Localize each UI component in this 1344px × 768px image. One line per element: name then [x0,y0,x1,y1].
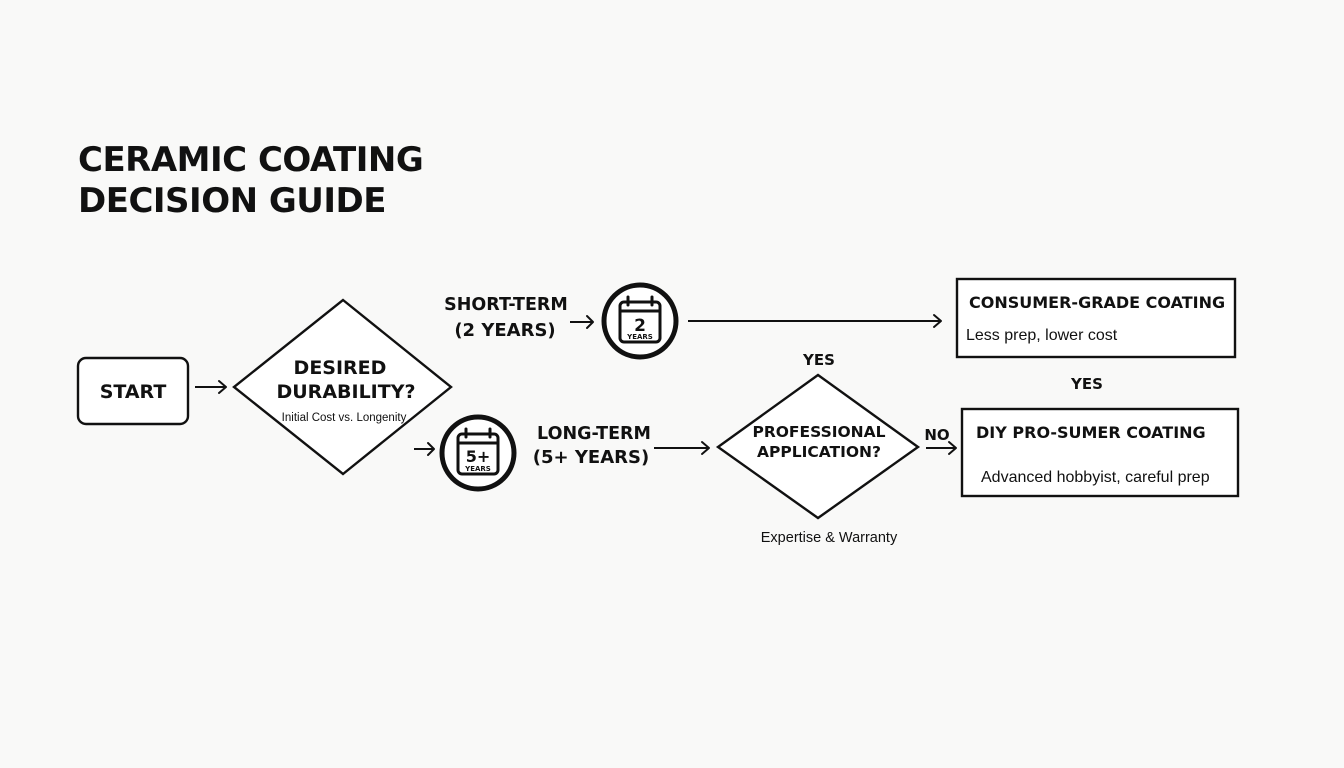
start-box [76,356,190,426]
diy-box [960,407,1240,498]
professional-line-2: APPLICATION? [757,443,881,461]
professional-diamond [715,373,921,520]
long-term-line-2: (5+ YEARS) [533,447,649,468]
consumer-title: CONSUMER-GRADE COATING [969,293,1225,312]
edge-label-yes-right: YES [1070,375,1103,393]
durability-line-2: DURABILITY? [276,381,415,403]
diagram-title: CERAMIC COATING DECISION GUIDE [78,140,424,222]
consumer-box [955,277,1237,359]
title-line-1: CERAMIC COATING [78,140,424,180]
diy-desc: Advanced hobbyist, careful prep [981,469,1210,486]
short-term-branch: SHORT-TERM (2 YEARS) 2 YEARS [444,282,942,360]
short-term-icon-caption: YEARS [626,333,653,341]
professional-decision: PROFESSIONAL APPLICATION? Expertise & Wa… [715,373,921,546]
long-term-branch: 5+ YEARS LONG-TERM (5+ YEARS) [414,414,710,492]
calendar-icon: 5+ YEARS [439,414,517,492]
long-term-icon-number: 5+ [466,447,491,466]
arrow-professional-to-diy [926,441,957,455]
durability-line-1: DESIRED [294,357,387,379]
arrow-start-to-durability [195,380,227,394]
long-term-line-1: LONG-TERM [537,424,651,444]
short-term-line-1: SHORT-TERM [444,295,568,315]
consumer-grade-node: CONSUMER-GRADE COATING Less prep, lower … [955,277,1237,359]
diy-title: DIY PRO-SUMER COATING [976,423,1206,442]
short-term-icon-number: 2 [634,316,646,336]
diy-prosumer-node: DIY PRO-SUMER COATING Advanced hobbyist,… [960,407,1240,498]
edge-label-no: NO [924,426,949,444]
consumer-desc: Less prep, lower cost [966,327,1118,344]
short-term-line-2: (2 YEARS) [454,320,555,341]
durability-diamond [232,298,453,476]
durability-note: Initial Cost vs. Longenity [282,412,407,424]
edge-label-yes-top: YES [802,351,835,369]
professional-note: Expertise & Warranty [761,530,898,546]
start-label: START [100,381,167,403]
durability-decision: DESIRED DURABILITY? Initial Cost vs. Lon… [232,298,453,476]
calendar-icon: 2 YEARS [601,282,679,360]
long-term-icon-caption: YEARS [464,465,491,473]
professional-line-1: PROFESSIONAL [752,423,885,441]
start-node: START [76,356,190,426]
title-line-2: DECISION GUIDE [78,181,387,221]
